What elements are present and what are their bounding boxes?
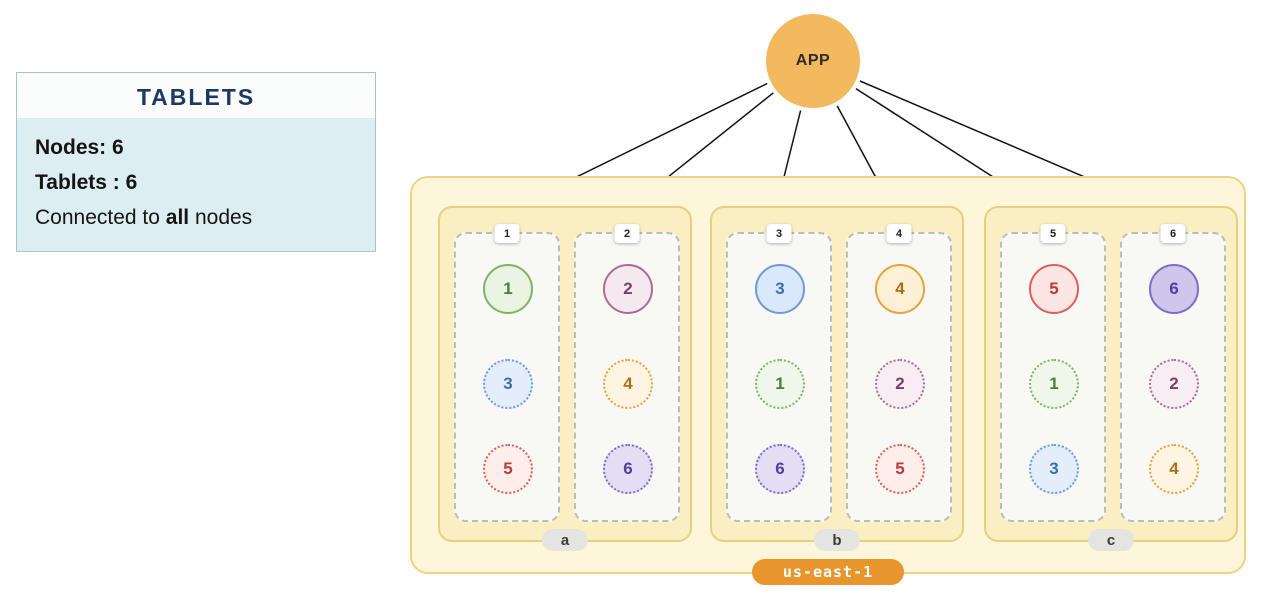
region: us-east-1 1 1 3 5 2 2 4 6 a 3 3 1 6 4 4 2 5 b 5 5 1 3 6 6 2 4 c	[410, 176, 1246, 585]
tablet-3-leader: 3	[755, 264, 805, 314]
app-label: APP	[795, 52, 831, 69]
zone-label-b: b	[814, 529, 860, 551]
tablet-4-leader: 4	[875, 264, 925, 314]
node-4: 4 4 2 5	[846, 224, 952, 522]
app-node: APP	[766, 14, 860, 108]
zone-b: 3 3 1 6 4 4 2 5 b	[710, 206, 964, 551]
tablet-1-leader: 1	[483, 264, 533, 314]
tablet-3-follower: 3	[483, 359, 533, 409]
node-1: 1 1 3 5	[454, 224, 560, 522]
tablet-6-leader: 6	[1149, 264, 1199, 314]
node-badge-6: 6	[1160, 224, 1186, 243]
zone-label-a: a	[542, 529, 588, 551]
node-badge-3: 3	[766, 224, 792, 243]
tablet-2-follower: 2	[1149, 359, 1199, 409]
tablet-2-follower: 2	[875, 359, 925, 409]
tablet-4-follower: 4	[603, 359, 653, 409]
zone-label-c: c	[1088, 529, 1134, 551]
tablet-5-follower: 5	[483, 444, 533, 494]
tablet-1-follower: 1	[1029, 359, 1079, 409]
node-badge-1: 1	[494, 224, 520, 243]
tablet-4-follower: 4	[1149, 444, 1199, 494]
node-3: 3 3 1 6	[726, 224, 832, 522]
region-badge: us-east-1	[752, 559, 904, 585]
tablet-5-leader: 5	[1029, 264, 1079, 314]
tablet-6-follower: 6	[603, 444, 653, 494]
node-2: 2 2 4 6	[574, 224, 680, 522]
zone-c: 5 5 1 3 6 6 2 4 c	[984, 206, 1238, 551]
info-panel-header: TABLETS	[17, 73, 375, 118]
node-badge-4: 4	[886, 224, 912, 243]
tablet-1-follower: 1	[755, 359, 805, 409]
info-line-3: Connected to all nodes	[35, 206, 253, 229]
tablet-2-leader: 2	[603, 264, 653, 314]
node-badge-5: 5	[1040, 224, 1066, 243]
info-line-1: Nodes: 6	[35, 136, 124, 159]
info-panel-title: TABLETS	[136, 84, 256, 110]
node-6: 6 6 2 4	[1120, 224, 1226, 522]
node-badge-2: 2	[614, 224, 640, 243]
tablet-6-follower: 6	[755, 444, 805, 494]
tablet-5-follower: 5	[875, 444, 925, 494]
node-5: 5 5 1 3	[1000, 224, 1106, 522]
info-panel-body: Nodes: 6 Tablets : 6 Connected to all node…	[17, 118, 375, 251]
info-line-2: Tablets : 6	[35, 171, 138, 194]
tablet-3-follower: 3	[1029, 444, 1079, 494]
zone-a: 1 1 3 5 2 2 4 6 a	[438, 206, 692, 551]
info-panel: TABLETS Nodes: 6 Tablets : 6 Connected to …	[16, 72, 376, 252]
